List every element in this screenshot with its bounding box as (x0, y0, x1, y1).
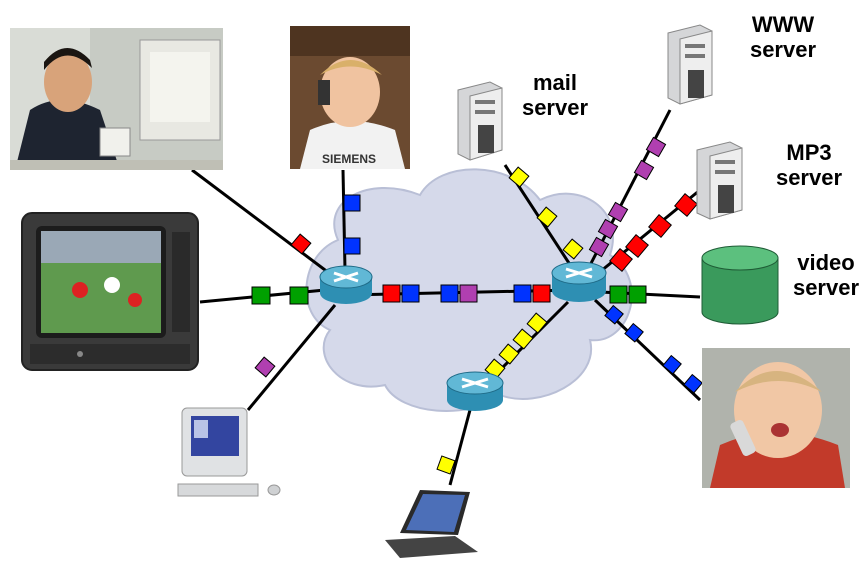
packet (536, 206, 558, 228)
router-icon (551, 261, 607, 302)
server-tower-icon (667, 24, 713, 105)
packet (609, 285, 628, 304)
link-worker-router1 (191, 168, 346, 287)
packet (289, 286, 309, 305)
packet (290, 233, 312, 255)
packet (609, 248, 633, 272)
desktop-pc-icon (177, 407, 281, 497)
office-worker-photo (10, 28, 223, 170)
packet (508, 166, 530, 188)
packet (625, 234, 649, 258)
packet (459, 284, 478, 303)
packet (343, 237, 361, 255)
packet (532, 284, 551, 303)
packet (588, 236, 610, 258)
server-tower-icon (457, 81, 503, 161)
packet (645, 136, 667, 158)
mp3-server-label-line2: server (775, 165, 843, 190)
packet (674, 193, 698, 217)
laptop-icon (385, 490, 478, 558)
link-pc-router1 (246, 304, 337, 411)
router-icon (446, 371, 504, 411)
packet (624, 322, 644, 343)
router-icon (319, 265, 373, 304)
packet (512, 328, 534, 350)
packet (382, 284, 401, 303)
mp3-server-label: MP3 server (764, 140, 854, 190)
packet (343, 194, 361, 212)
www-server-label-line1: WWW (751, 12, 815, 37)
packet (683, 373, 703, 394)
boy-phone-photo: SIEMENS (290, 26, 410, 169)
packet (436, 455, 456, 475)
packet (440, 284, 459, 303)
link-laptop-router3 (448, 409, 472, 486)
video-server-label-line2: server (792, 275, 860, 300)
packet (604, 304, 624, 325)
video-server-label: video server (784, 250, 868, 300)
tv-icon (21, 212, 199, 371)
packet (254, 356, 276, 378)
packet (401, 284, 420, 303)
packet (648, 214, 672, 238)
packet (628, 285, 647, 304)
packet (562, 238, 584, 260)
video-server-label-line1: video (797, 250, 855, 275)
link-boy-router1 (341, 169, 347, 271)
www-server-label: WWW server (738, 12, 828, 62)
packet (498, 343, 520, 365)
shirt-sponsor-text: SIEMENS (322, 152, 376, 166)
www-server-label-line2: server (749, 37, 817, 62)
packet (597, 218, 619, 240)
packet (662, 354, 682, 375)
mail-server-label-line1: mail (532, 70, 578, 95)
packet (607, 201, 629, 223)
toddler-phone-photo (702, 348, 850, 488)
packets (251, 136, 703, 475)
packet (526, 312, 548, 334)
mail-server-label-line2: server (521, 95, 589, 120)
mail-server-label: mail server (510, 70, 600, 120)
database-cylinder-icon (701, 245, 779, 325)
server-tower-icon (696, 141, 743, 220)
mp3-server-label-line1: MP3 (786, 140, 832, 165)
packet (251, 286, 271, 305)
packet (633, 159, 655, 181)
packet (513, 284, 532, 303)
